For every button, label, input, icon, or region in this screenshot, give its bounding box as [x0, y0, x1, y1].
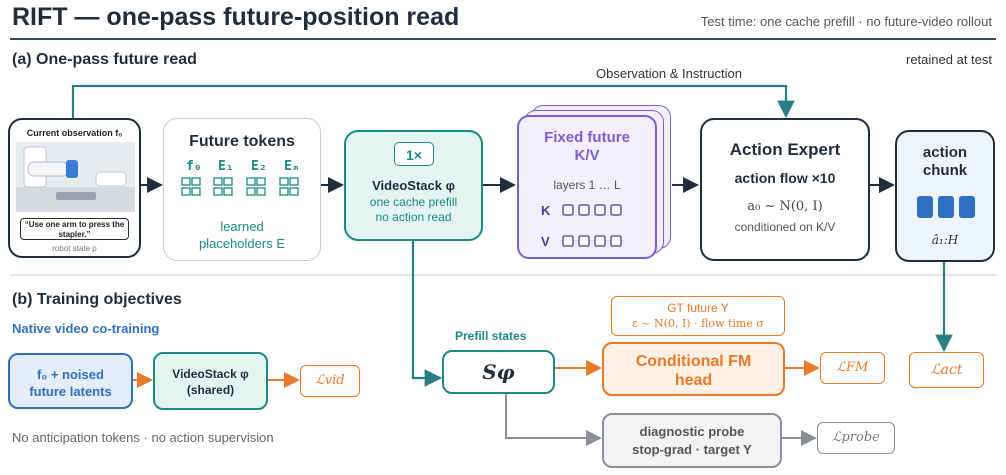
token-label-e2: E₂	[251, 159, 267, 174]
videostack-box: 1× VideoStack φ one cache prefill no act…	[344, 130, 483, 241]
token-label-e1: E₁	[218, 159, 234, 174]
cotraining-footnote: No anticipation tokens · no action super…	[12, 430, 274, 445]
action-chunk-title: action chunk	[897, 144, 993, 180]
section-b-heading: (b) Training objectives	[12, 291, 182, 308]
kv-k-label: K	[541, 203, 551, 218]
videostack-line2: no action read	[375, 210, 452, 224]
obs-instr-label: Observation & Instruction	[596, 66, 742, 81]
token-label-em: Eₘ	[284, 159, 300, 174]
kv-title-line1: Fixed future	[544, 129, 630, 146]
action-expert-title: Action Expert	[729, 140, 841, 159]
fm-head-line1: Conditional FM	[635, 353, 752, 370]
fm-head-line2: head	[674, 372, 713, 389]
robot-scene-image	[16, 142, 135, 212]
action-flow-label: action flow ×10	[734, 170, 836, 186]
token-label-f0: f₀	[186, 159, 202, 174]
action-chunk-output: â₁:H	[931, 233, 959, 247]
kv-layers: layers 1 … L	[553, 178, 621, 192]
observation-title: Current observation f₀	[26, 128, 123, 138]
action-cond: conditioned on K/V	[734, 220, 836, 234]
instruction-text: “Use one arm to press the stapler.”	[20, 218, 129, 240]
observation-box: Current observation f₀ “Use one arm to p…	[8, 118, 141, 258]
kv-title-line2: K/V	[574, 147, 600, 164]
gt-future-box: GT future Y ε ~ N(0, I) · flow time σ	[611, 296, 785, 336]
videostack-title: VideoStack φ	[372, 178, 455, 193]
one-pass-badge: 1×	[394, 142, 434, 166]
cotrain-vs-line2: (shared)	[186, 383, 235, 397]
arrow-prefill-to-probe	[505, 394, 602, 446]
fm-head-box: Conditional FM head	[602, 342, 785, 396]
action-expert-box: Action Expert action flow ×10 a₀ ~ N(0, …	[700, 118, 870, 261]
kv-title: Fixed future K/V	[519, 129, 655, 165]
probe-box: diagnostic probe stop-grad · target Y	[602, 413, 782, 468]
cotrain-input-box: f₀ + noised future latents	[8, 353, 133, 409]
probe-line2: stop-grad · target Y	[632, 442, 752, 457]
probe-loss-box: ℒprobe	[817, 422, 895, 454]
action-chunk-box: action chunk â₁:H	[895, 130, 995, 262]
cotrain-input-line1: f₀ + noised	[37, 367, 104, 382]
cotrain-input-line2: future latents	[29, 384, 112, 399]
kv-cells	[562, 204, 622, 247]
page-title: RIFT — one-pass future-position read	[12, 3, 460, 31]
cotrain-videostack-box: VideoStack φ (shared)	[153, 352, 268, 410]
robot-state-label: robot state p	[52, 244, 97, 253]
future-tokens-caption: learned placeholders E	[164, 218, 320, 252]
videostack-line1: one cache prefill	[369, 195, 458, 209]
prefill-states-box: Sφ	[442, 350, 555, 394]
action-chunk-bars	[917, 196, 975, 218]
probe-line1: diagnostic probe	[639, 424, 745, 439]
obs-instruction-arrow	[71, 84, 795, 119]
caption-line2: placeholders E	[199, 236, 285, 251]
future-tokens-box: Future tokens f₀ E₁ E₂ Eₘ learned placeh…	[163, 118, 321, 261]
prefill-states-label: Prefill states	[455, 329, 527, 343]
header-rule	[10, 38, 996, 40]
videostack-desc: one cache prefill no action read	[346, 195, 481, 225]
page-subtitle: Test time: one cache prefill · no future…	[700, 14, 992, 29]
token-grid	[181, 177, 299, 196]
kv-v-label: V	[541, 234, 550, 249]
caption-line1: learned	[220, 219, 264, 234]
act-loss-box: ℒact	[909, 352, 984, 388]
section-a-heading: (a) One-pass future read	[12, 51, 197, 68]
chunk-title-line2: chunk	[922, 162, 968, 179]
cotrain-vs-line1: VideoStack φ	[172, 367, 249, 381]
arrow-vs-to-prefill	[411, 241, 443, 387]
fm-loss-box: ℒFM	[820, 352, 885, 384]
retained-label: retained at test	[906, 52, 992, 67]
future-tokens-title: Future tokens	[189, 133, 295, 150]
kv-box: Fixed future K/V layers 1 … L K V	[517, 115, 657, 259]
native-cotraining-label: Native video co-training	[12, 321, 160, 336]
vid-loss-box: ℒvid	[300, 365, 360, 397]
chunk-title-line1: action	[922, 144, 968, 161]
action-init: a₀ ~ N(0, I)	[747, 199, 823, 214]
gt-future-line2: ε ~ N(0, I) · flow time σ	[632, 317, 764, 330]
gt-future-line1: GT future Y	[667, 301, 729, 315]
